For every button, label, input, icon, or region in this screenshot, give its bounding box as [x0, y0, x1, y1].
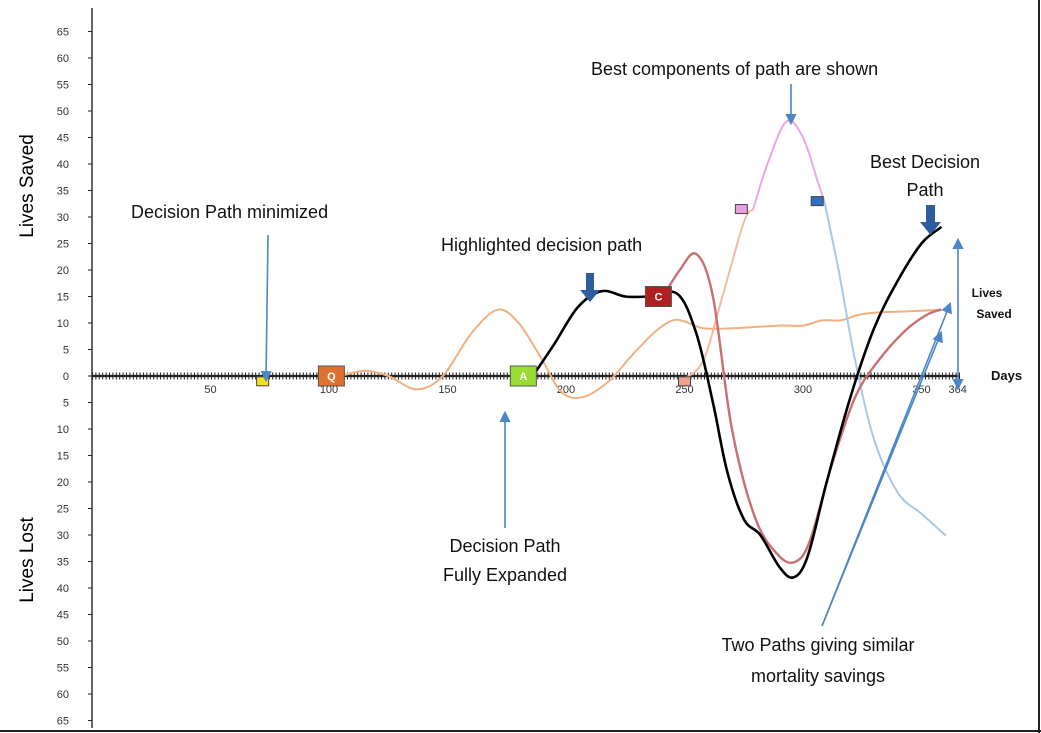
path-marker-C[interactable]: C [644, 286, 672, 307]
y-tick-label: 35 [57, 186, 69, 198]
series-line-3 [823, 200, 947, 536]
x-tick-label: 100 [320, 384, 338, 396]
marker-box[interactable] [810, 196, 824, 207]
y-tick-label: 15 [57, 451, 69, 463]
arrow-best-decision [920, 205, 941, 235]
arrow-highlighted-path [580, 273, 600, 302]
marker-label: Q [327, 371, 336, 383]
label-best-components: Best components of path are shown [591, 59, 878, 79]
marker-label: C [654, 292, 662, 304]
y-tick-label: 40 [57, 159, 69, 171]
series-layer [339, 119, 947, 580]
y-label-lives-saved: Lives Saved [17, 134, 38, 238]
y-tick-label: 55 [57, 80, 69, 92]
marker-box[interactable] [317, 365, 345, 387]
x-tick-label: 250 [675, 384, 693, 396]
annotations: Decision Path minimized Highlighted deci… [131, 59, 1012, 686]
series-line-5 [531, 226, 942, 580]
arrow-minimized [260, 234, 272, 383]
marker-box[interactable] [256, 376, 270, 387]
label-best-decision-1: Best Decision [870, 152, 980, 172]
label-best-decision-2: Path [906, 180, 943, 200]
path-marker-4[interactable] [678, 376, 691, 387]
x-tick-label: 300 [794, 384, 812, 396]
y-tick-label: 5 [63, 398, 69, 410]
y-tick-label: 20 [57, 265, 69, 277]
y-tick-label: 60 [57, 689, 69, 701]
label-fully-expanded-2: Fully Expanded [443, 565, 567, 585]
y-tick-label: 10 [57, 424, 69, 436]
series-line-1 [683, 208, 755, 380]
path-marker-6[interactable] [810, 196, 824, 207]
label-decision-path-minimized: Decision Path minimized [131, 202, 328, 222]
y-tick-label: 50 [57, 106, 69, 118]
y-tick-label: 40 [57, 583, 69, 595]
marker-box[interactable] [644, 286, 672, 307]
y-label-lives-lost: Lives Lost [17, 517, 38, 603]
y-tick-label: 5 [63, 345, 69, 357]
label-lives-saved-2: Saved [976, 307, 1011, 321]
y-tick-label: 65 [57, 27, 69, 39]
path-marker-5[interactable] [734, 204, 748, 215]
y-tick-label: 0 [63, 371, 69, 383]
y-tick-label: 20 [57, 477, 69, 489]
path-marker-Q[interactable]: Q [317, 365, 345, 387]
series-line-2 [752, 119, 826, 211]
label-highlighted-decision-path: Highlighted decision path [441, 235, 642, 255]
y-tick-label: 25 [57, 239, 69, 251]
x-tick-label: 150 [438, 384, 456, 396]
y-tick-label: 60 [57, 53, 69, 65]
marker-box[interactable] [509, 365, 537, 387]
y-tick-label: 45 [57, 610, 69, 622]
path-marker-A[interactable]: A [509, 365, 537, 387]
x-tick-label: 50 [204, 384, 216, 396]
y-tick-label: 35 [57, 557, 69, 569]
arrow-two-paths-2 [821, 301, 952, 627]
y-tick-label: 15 [57, 292, 69, 304]
label-fully-expanded-1: Decision Path [449, 536, 560, 556]
y-tick-label: 50 [57, 636, 69, 648]
series-line-0 [339, 308, 942, 400]
path-marker-0[interactable] [256, 376, 270, 387]
y-tick-label: 55 [57, 663, 69, 675]
y-tick-label: 30 [57, 530, 69, 542]
marker-box[interactable] [678, 376, 691, 387]
y-tick-label: 25 [57, 504, 69, 516]
annotation-arrows [260, 84, 964, 627]
y-tick-label: 45 [57, 133, 69, 145]
marker-box[interactable] [734, 204, 748, 215]
y-tick-label: 65 [57, 716, 69, 728]
y-tick-label: 30 [57, 212, 69, 224]
series-line-4 [662, 252, 942, 565]
y-ticks: 6560555045403530252015105051015202530354… [57, 27, 92, 728]
x-axis-label-days: Days [991, 368, 1022, 383]
y-tick-label: 10 [57, 318, 69, 330]
label-lives-saved-1: Lives [972, 286, 1003, 300]
label-two-paths-2: mortality savings [751, 666, 885, 686]
label-two-paths-1: Two Paths giving similar [721, 635, 914, 655]
marker-label: A [519, 371, 527, 383]
